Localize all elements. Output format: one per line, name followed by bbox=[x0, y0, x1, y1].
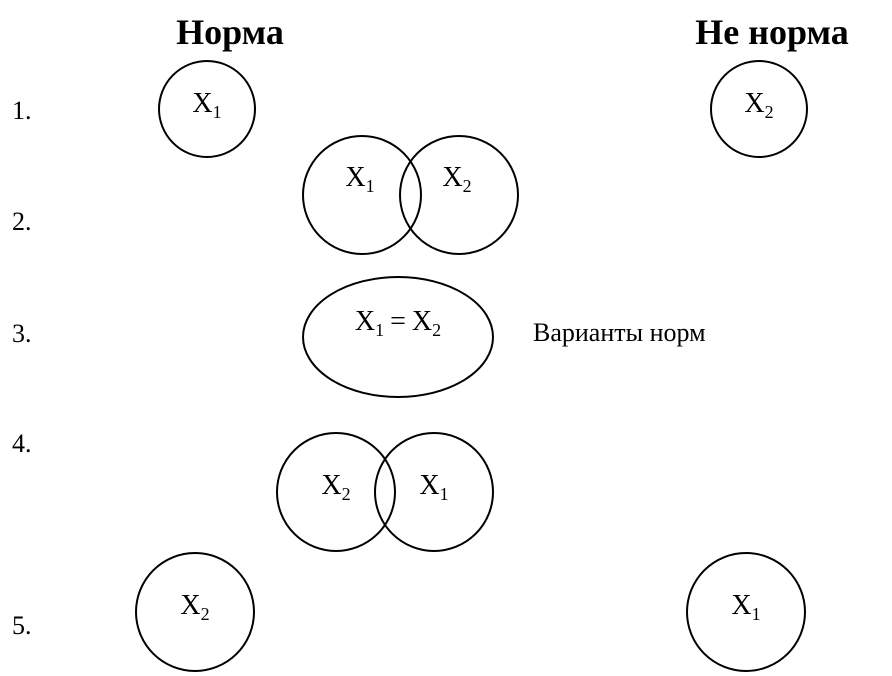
row5-norm-circle bbox=[135, 552, 255, 672]
row2-x2-label: X2 bbox=[442, 162, 471, 196]
row2-x2-circle bbox=[399, 135, 519, 255]
row-number-2: 2. bbox=[12, 207, 32, 236]
row-number-4: 4. bbox=[12, 429, 32, 458]
row2-x1-circle bbox=[302, 135, 422, 255]
row5-norm-label: X2 bbox=[180, 590, 209, 624]
row1-not-norm-circle bbox=[710, 60, 808, 158]
row4-x2-circle bbox=[276, 432, 396, 552]
norm-variants-note: Варианты норм bbox=[533, 318, 706, 347]
heading-norm: Норма bbox=[176, 12, 284, 52]
row1-norm-circle bbox=[158, 60, 256, 158]
row3-equality-label: X1=X2 bbox=[355, 306, 441, 340]
row5-not-norm-circle bbox=[686, 552, 806, 672]
row2-x1-label: X1 bbox=[345, 162, 374, 196]
row1-norm-label: X1 bbox=[192, 88, 221, 122]
row-number-3: 3. bbox=[12, 319, 32, 348]
row3-ellipse bbox=[302, 276, 494, 398]
row4-x1-circle bbox=[374, 432, 494, 552]
row5-not-norm-label: X1 bbox=[731, 590, 760, 624]
heading-not-norm: Не норма bbox=[695, 12, 848, 52]
row-number-5: 5. bbox=[12, 611, 32, 640]
row4-x1-label: X1 bbox=[419, 470, 448, 504]
row1-not-norm-label: X2 bbox=[744, 88, 773, 122]
row4-x2-label: X2 bbox=[321, 470, 350, 504]
row-number-1: 1. bbox=[12, 96, 32, 125]
